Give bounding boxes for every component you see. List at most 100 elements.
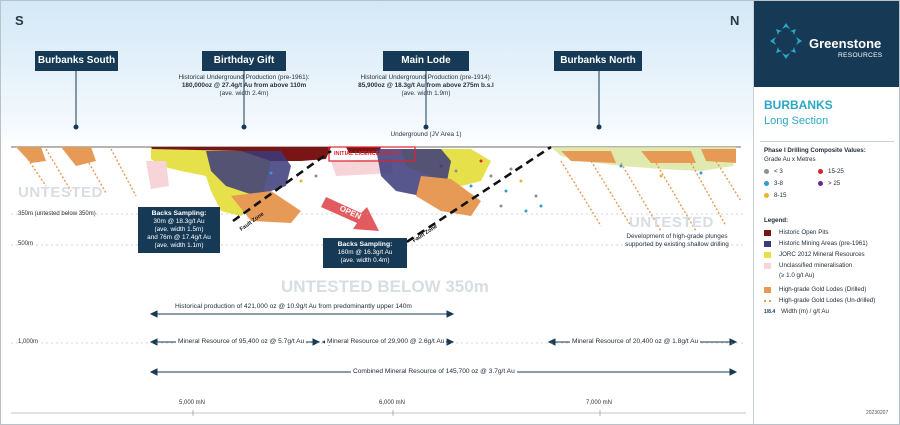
legend-swatch xyxy=(764,229,771,236)
legend-label: (≥ 1.0 g/t Au) xyxy=(779,272,815,279)
legend-item: Unclassified mineralisation xyxy=(764,262,852,269)
legend-item: Historic Open Pits xyxy=(764,229,829,236)
backs-line: (ave. width 1.1m) xyxy=(154,242,204,249)
greenstone-logo-icon xyxy=(770,23,802,59)
legend-label: Unclassified mineralisation xyxy=(779,262,853,269)
legend-item: High-grade Gold Lodes (Un-drilled) xyxy=(764,297,875,304)
backs-line: 160m @ 16.3g/t Au xyxy=(337,249,393,256)
grade-dot xyxy=(764,181,769,186)
grade-label: < 3 xyxy=(774,168,783,175)
legend-panel: Greenstone RESOURCES BURBANKS Long Secti… xyxy=(753,1,899,424)
hg-lode-north3 xyxy=(701,149,736,163)
location-main-lode: Main Lode xyxy=(383,51,469,71)
legend-heading: Legend: xyxy=(764,217,789,224)
depth-1000: 1,000m xyxy=(18,339,39,345)
legend-swatch xyxy=(764,262,771,269)
historical-production-label: Historical production of 421,000 oz @ 10… xyxy=(173,303,414,310)
legend-label: Width (m) / g/t Au xyxy=(781,308,829,315)
northing-7000: 7,000 mN xyxy=(586,400,613,406)
historic-mining-birthday xyxy=(206,151,291,196)
mineral-resource-mid: Mineral Resource of 29,900 @ 2.6g/t Au xyxy=(325,338,447,345)
mineral-resource-left: Mineral Resource of 95,400 oz @ 5.7g/t A… xyxy=(176,338,307,345)
grade-label: 15-25 xyxy=(828,168,844,175)
grade-item: 8-15 xyxy=(764,192,786,199)
sky-background xyxy=(1,1,753,147)
hg-lode-bg xyxy=(231,191,301,223)
main-lode-production: Historical Underground Production (pre-1… xyxy=(331,74,521,98)
development-line: Development of high-grade plunges xyxy=(626,233,728,240)
development-line: supported by existing shallow drilling xyxy=(625,241,729,248)
depth-350: 350m (untested below 350m) xyxy=(18,211,96,217)
backs-line: 30m @ 18.3g/t Au xyxy=(153,218,205,225)
location-burbanks-south: Burbanks South xyxy=(35,51,118,71)
hg-lode-north1 xyxy=(561,151,616,163)
hg-lode-main xyxy=(416,176,481,216)
grade-label: 8-15 xyxy=(774,192,787,199)
location-birthday-gift: Birthday Gift xyxy=(202,51,286,71)
production-line2: 180,000oz @ 27.4g/t Au from above 110m xyxy=(181,82,307,89)
untested-below: UNTESTED BELOW 350m xyxy=(281,277,489,296)
location-pointers xyxy=(75,71,600,125)
unclassified-left xyxy=(146,161,169,189)
compass-south: S xyxy=(15,13,24,28)
fault-zone-right xyxy=(395,145,552,251)
grade-item: > 25 xyxy=(818,180,840,187)
underground-label: Underground (JV Area 1) xyxy=(390,131,462,138)
legend-swatch xyxy=(764,240,771,247)
grade-dot xyxy=(818,169,823,174)
legend-item: Historic Mining Areas (pre-1961) xyxy=(764,240,868,247)
x-axis-ticks xyxy=(192,410,601,416)
northing-6000: 6,000 mN xyxy=(379,400,406,406)
legend-swatch xyxy=(764,251,771,258)
location-pointer-dots xyxy=(73,124,602,130)
legend-item: High-grade Gold Lodes (Drilled) xyxy=(764,286,866,293)
grade-label: > 25 xyxy=(828,180,841,187)
production-line1: Historical Underground Production (pre-1… xyxy=(178,74,310,81)
northing-5000: 5,000 mN xyxy=(179,400,206,406)
brand-panel: Greenstone RESOURCES xyxy=(754,1,899,87)
unclassified-mid xyxy=(331,159,393,176)
backs-sampling-right: Backs Sampling: 160m @ 16.3g/t Au (ave. … xyxy=(323,238,407,268)
grade-label: 3-8 xyxy=(774,180,783,187)
historic-open-pit-small xyxy=(346,147,381,153)
legend-label: Historic Open Pits xyxy=(779,229,829,236)
hg-lode-left1 xyxy=(16,147,46,163)
drilling-heading: Phase I Drilling Composite Values: xyxy=(764,147,866,154)
undrilled-lodes xyxy=(20,148,742,232)
drilling-sub: Grade Au x Metres xyxy=(764,156,816,163)
grade-dot xyxy=(764,169,769,174)
width-symbol: 1/8.4 xyxy=(764,308,776,315)
initial-licence-label: INITIAL LICENCE AREA 1 xyxy=(334,151,402,157)
grade-item: 15-25 xyxy=(818,168,844,175)
legend-label: JORC 2012 Mineral Resources xyxy=(779,251,865,258)
open-arrow xyxy=(321,197,379,231)
sidebar-divider xyxy=(760,141,894,142)
brand-name: Greenstone xyxy=(809,36,882,51)
legend-swatch xyxy=(764,299,771,302)
birthday-gift-production: Historical Underground Production (pre-1… xyxy=(151,74,337,98)
mineral-resource-right: Mineral Resource of 20,400 oz @ 1.8g/t A… xyxy=(570,338,701,345)
sidebar-title: BURBANKS xyxy=(764,98,833,112)
grade-item: < 3 xyxy=(764,168,783,175)
backs-heading: Backs Sampling: xyxy=(337,241,393,248)
hg-lode-north2 xyxy=(641,151,696,163)
untested-left: UNTESTED xyxy=(18,184,103,201)
legend-item: 1/8.4 Width (m) / g/t Au xyxy=(764,308,829,315)
backs-line: (ave. width 1.5m) xyxy=(154,226,204,233)
figure-date: 20230207 xyxy=(866,410,889,416)
production-line3: (ave. width 1.9m) xyxy=(401,90,451,97)
fault-zone-left xyxy=(232,149,332,223)
legend-label: High-grade Gold Lodes (Drilled) xyxy=(779,286,867,293)
depth-500: 500m xyxy=(18,241,34,247)
location-burbanks-north: Burbanks North xyxy=(554,51,642,71)
compass-north: N xyxy=(730,13,740,28)
untested-right: UNTESTED xyxy=(629,214,714,231)
legend-label: High-grade Gold Lodes (Un-drilled) xyxy=(779,297,876,304)
drill-points xyxy=(269,159,703,213)
legend-item: JORC 2012 Mineral Resources xyxy=(764,251,865,258)
grade-item: 3-8 xyxy=(764,180,783,187)
backs-heading: Backs Sampling: xyxy=(151,210,207,217)
legend-swatch xyxy=(764,286,771,293)
combined-mineral-resource: Combined Mineral Resource of 145,700 oz … xyxy=(351,368,517,375)
